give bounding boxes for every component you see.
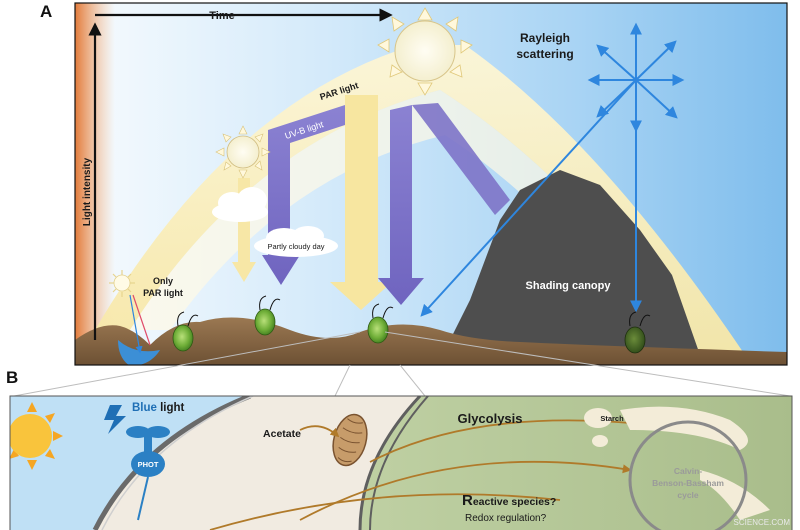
only-par-label-line2: PAR light: [143, 288, 183, 298]
phot-label: PHOT: [138, 460, 159, 469]
rayleigh-label-line2: scattering: [516, 47, 573, 61]
outside-light-area: [10, 396, 250, 530]
starch-label: Starch: [600, 414, 624, 423]
reactive-rest: eactive species?: [473, 496, 556, 508]
glycolysis-label: Glycolysis: [457, 411, 522, 426]
mitochondrion-icon: [332, 413, 368, 467]
watermark: SCIENCE.COM: [734, 518, 791, 527]
cell-membrane: [92, 396, 251, 530]
sun-icon-small: [215, 125, 271, 179]
panel-b: Blue light PHOT Acetate Glycolysis Starc…: [10, 396, 792, 530]
panel-b-letter: B: [6, 368, 18, 387]
sun-icon-panel-b: [10, 402, 63, 470]
cloud-icon: [212, 187, 338, 257]
reactive-initial: R: [462, 492, 473, 509]
lightning-icon: [104, 405, 126, 434]
ground-terrain: [75, 317, 787, 365]
algae-cell: [172, 311, 199, 352]
starch-granules: [584, 406, 770, 520]
partly-cloudy-label: Partly cloudy day: [267, 242, 324, 251]
rayleigh-scatter-arrows: [420, 22, 685, 317]
redox-label: Redox regulation?: [465, 513, 547, 524]
cycle-label-line2: Benson-Bassham: [652, 478, 724, 488]
metabolic-flux-arrows: [209, 419, 662, 530]
cell-membrane-inner: [101, 396, 254, 530]
small-blue-ray: [129, 294, 143, 354]
acetate-label: Acetate: [263, 428, 301, 440]
light-word: light: [157, 402, 185, 414]
panel-a-border: [74, 2, 788, 366]
algae-cell: [254, 295, 281, 336]
calvin-cycle-ring: [628, 420, 748, 530]
time-label: Time: [209, 10, 234, 22]
light-intensity-label: Light intensity: [82, 157, 93, 226]
uvb-beam-slant: [412, 103, 510, 215]
algae-cell: [367, 303, 394, 344]
panel-a-letter: A: [40, 2, 52, 21]
zoom-connector: [13, 331, 791, 397]
reactive-species-label: Reactive species?: [462, 492, 556, 509]
rayleigh-label-line1: Rayleigh: [520, 31, 570, 45]
sun-icon-large: [377, 7, 473, 96]
chloroplast-envelope-outer: [358, 396, 422, 530]
phot-receptor: [126, 426, 170, 521]
algae-cell-shaded: [624, 311, 651, 354]
only-par-label-line1: Only: [153, 276, 173, 286]
shading-canopy-label: Shading canopy: [526, 280, 612, 292]
panel-a: Time Light intensity PAR light UV-B ligh…: [75, 3, 787, 365]
panel-b-border: [9, 395, 793, 530]
blue-word: Blue: [132, 402, 157, 414]
cycle-label-line3: cycle: [677, 490, 699, 500]
small-red-ray: [132, 294, 151, 346]
chloroplast-envelope-inner: [369, 396, 429, 530]
cycle-label-line1: Calvin-: [674, 466, 703, 476]
blue-light-label: Blue light: [132, 402, 185, 414]
uvb-beam-center: [378, 105, 424, 305]
sun-icon-tiny: [109, 270, 135, 297]
par-beam-large: [330, 95, 392, 310]
